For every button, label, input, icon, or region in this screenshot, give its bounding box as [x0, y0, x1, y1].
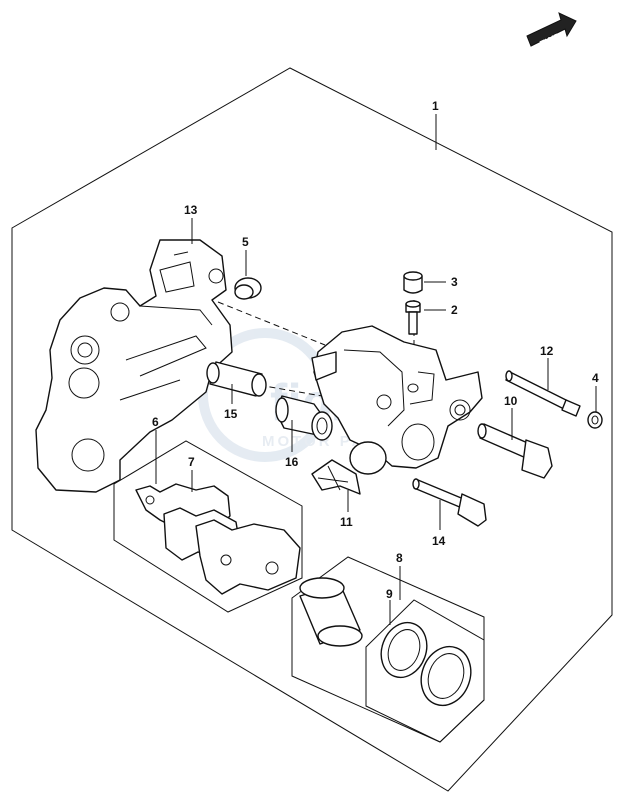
callout-6: 6: [152, 415, 159, 429]
assembly-outline: [11, 67, 613, 792]
mounting-bolt-long: [505, 370, 581, 417]
piston-seals: [380, 621, 472, 707]
callout-7: 7: [188, 455, 195, 469]
fwd-badge: FWD: [526, 12, 577, 51]
callout-11: 11: [340, 515, 353, 529]
callout-12: 12: [540, 344, 554, 358]
callout-16: 16: [285, 455, 299, 469]
callout-labels: 1 2 3 4 5 6 7 8 9 10 11 12 13 14 15 16: [152, 99, 599, 601]
callout-10: 10: [504, 394, 518, 408]
piston: [299, 577, 363, 647]
callout-14: 14: [432, 534, 446, 548]
callout-3: 3: [451, 275, 458, 289]
mounting-bolt: [477, 423, 553, 479]
callout-1: 1: [432, 99, 439, 113]
callout-5: 5: [242, 235, 249, 249]
fwd-arrow-icon: [526, 12, 577, 47]
pad-set-box: [113, 440, 303, 613]
leader-lines: [155, 114, 597, 625]
pad-spring: [311, 459, 361, 495]
bleeder-cap: [403, 271, 423, 294]
caliper-body: [311, 325, 483, 475]
callout-8: 8: [396, 551, 403, 565]
callout-9: 9: [386, 587, 393, 601]
slide-pin: [206, 361, 267, 397]
caliper-bracket: [35, 239, 233, 493]
callout-15: 15: [224, 407, 238, 421]
pin-boot-2: [275, 395, 333, 441]
bolt-short: [412, 478, 487, 527]
callout-4: 4: [592, 371, 599, 385]
pin-boot: [234, 277, 262, 300]
callout-2: 2: [451, 303, 458, 317]
seal-kit-box-inner: [365, 599, 485, 743]
brake-pads: [135, 483, 301, 595]
callout-13: 13: [184, 203, 198, 217]
nut: [587, 411, 603, 429]
bleeder-screw: [405, 300, 421, 335]
